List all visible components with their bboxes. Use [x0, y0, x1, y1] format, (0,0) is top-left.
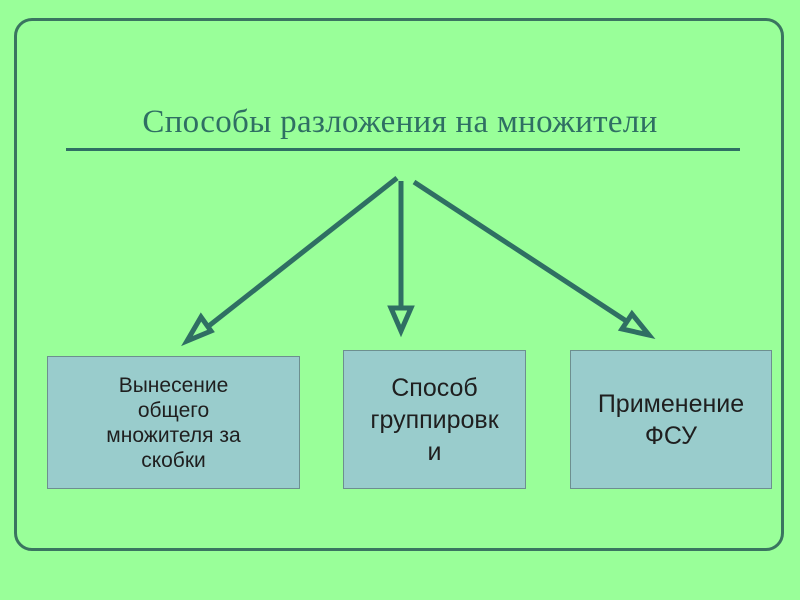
- method-formulas-box: Применение ФСУ: [570, 350, 772, 489]
- method-common-factor-box: Вынесение общего множителя за скобки: [47, 356, 300, 489]
- method-formulas-label: Применение ФСУ: [597, 389, 745, 450]
- diagram-title: Способы разложения на множители: [142, 104, 658, 140]
- method-grouping-box: Способ группировк и: [343, 350, 526, 489]
- method-common-factor-label: Вынесение общего множителя за скобки: [106, 373, 241, 472]
- arrow-center-head: [387, 305, 415, 338]
- arrow-right-shaft: [412, 179, 642, 333]
- title-underline: [66, 148, 740, 151]
- arrow-left-shaft: [194, 176, 399, 338]
- arrow-left-head: [181, 312, 215, 347]
- slide-frame: [14, 18, 784, 551]
- method-grouping-label: Способ группировк и: [370, 373, 499, 466]
- arrow-right-head: [617, 309, 656, 339]
